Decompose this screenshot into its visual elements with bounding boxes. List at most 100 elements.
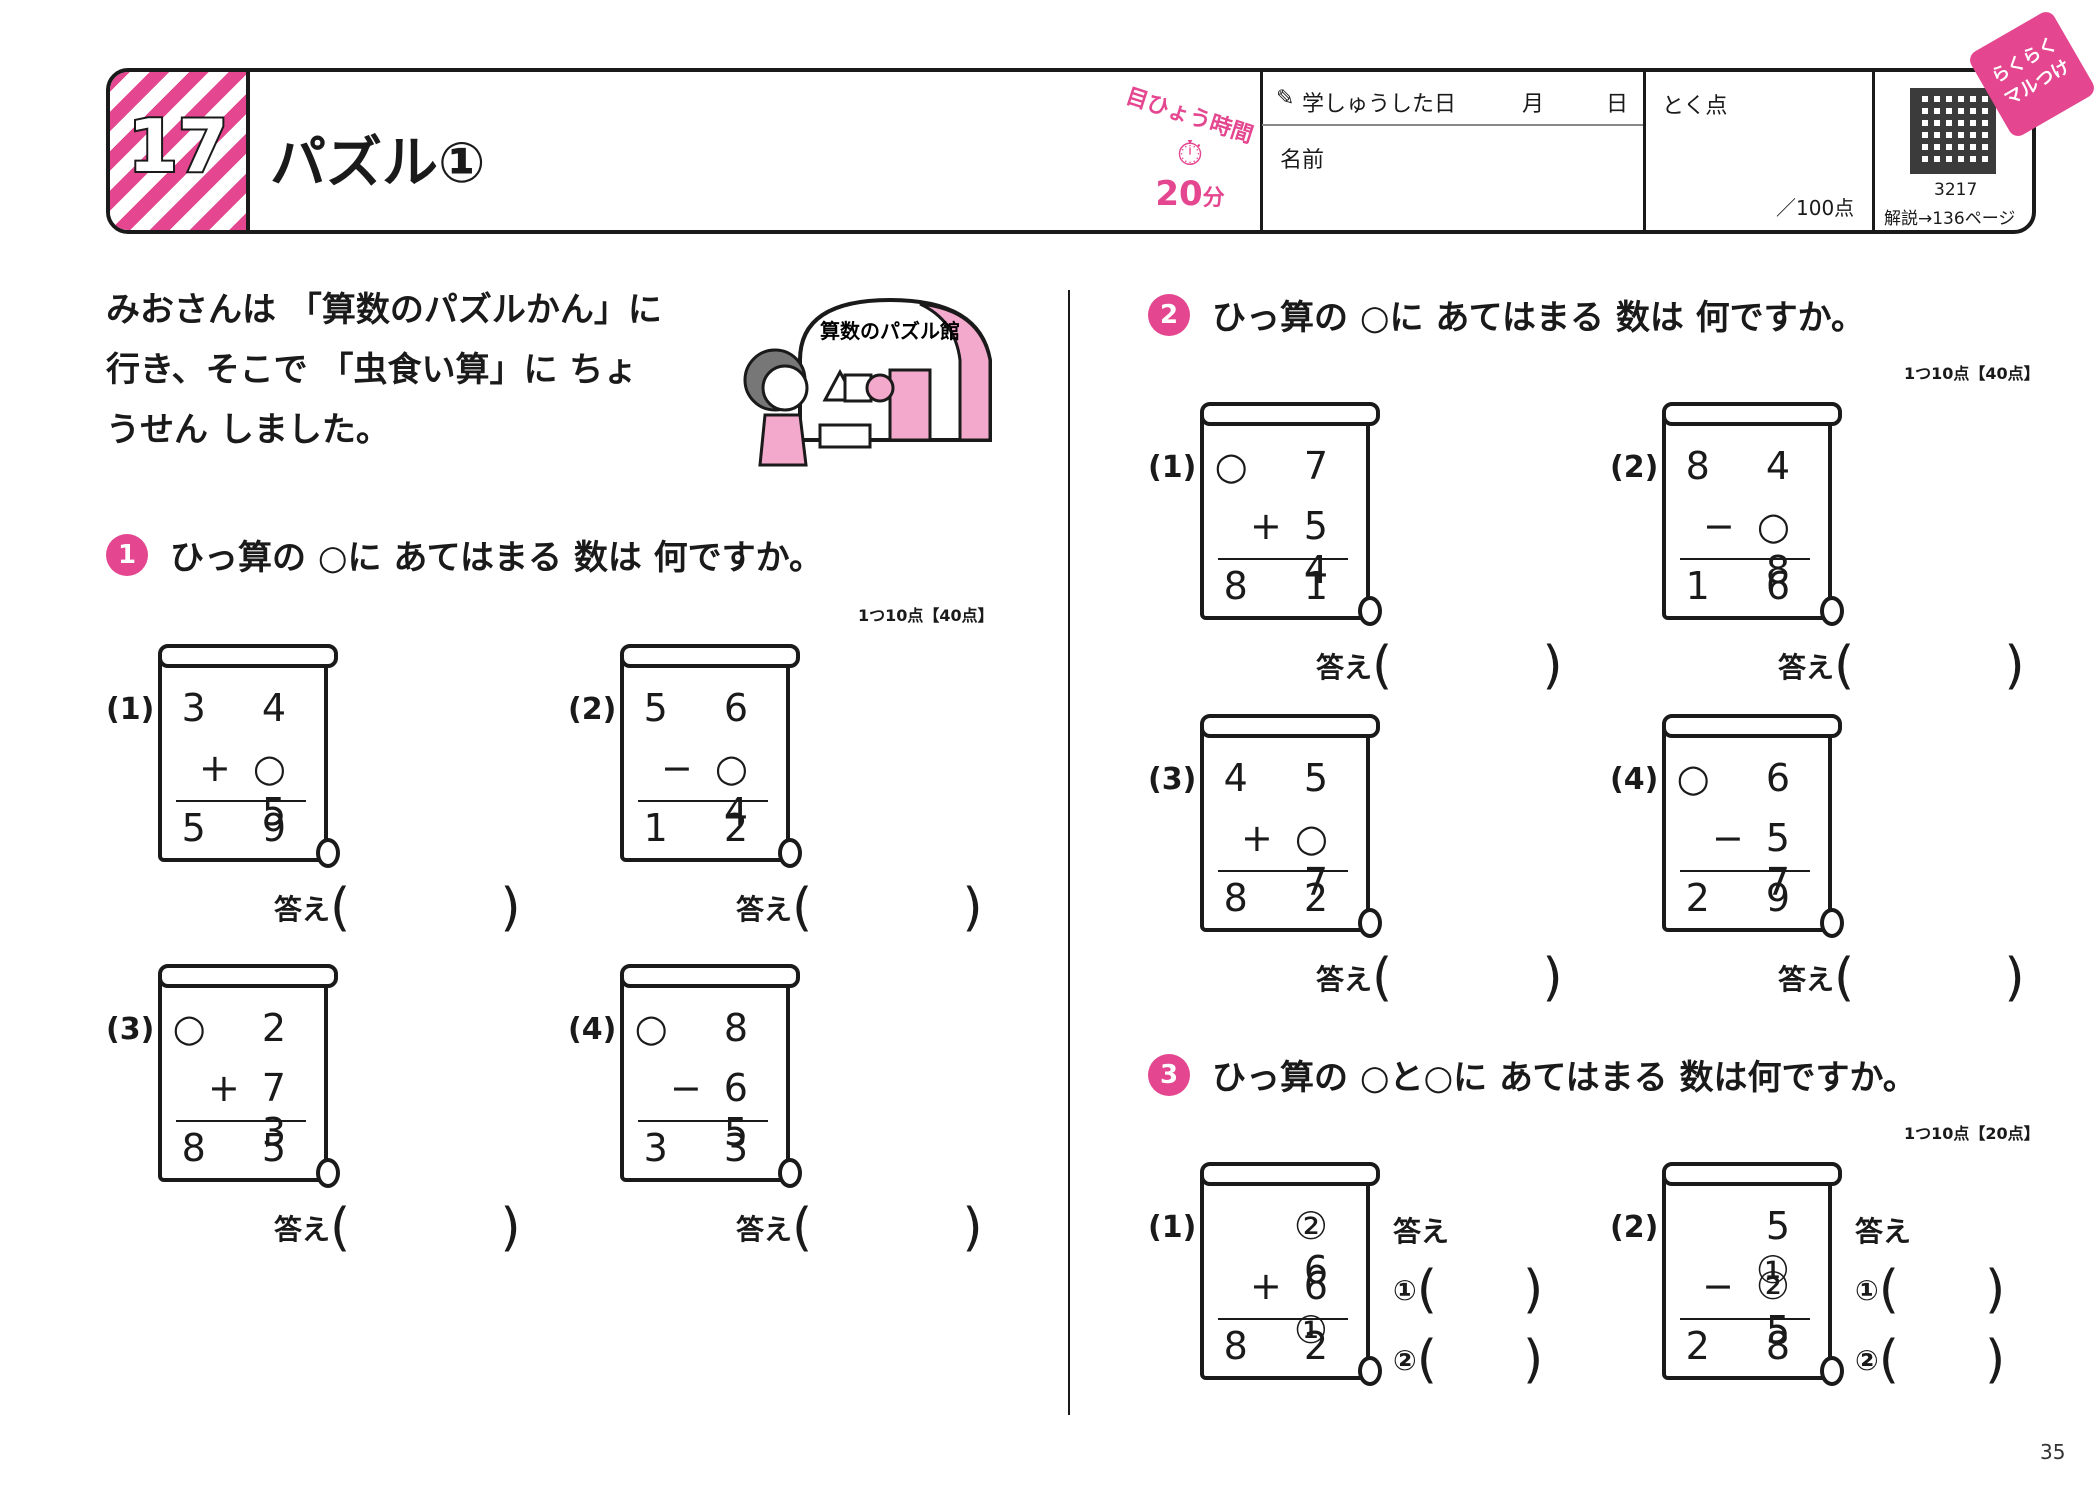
top-number: 8 4 bbox=[1685, 444, 1812, 488]
answer-label: 答え bbox=[1316, 651, 1373, 684]
goal-time: 目ひょう時間 ⏱ 20分 bbox=[1120, 84, 1260, 214]
answer-label: 答え bbox=[736, 1213, 793, 1246]
score-label: とく点 bbox=[1662, 94, 1728, 119]
open-paren: ( bbox=[792, 878, 813, 938]
close-paren: ) bbox=[1542, 948, 1563, 1008]
answer-label: 答え bbox=[274, 893, 331, 926]
answer-reference: 解説→136ページ bbox=[1884, 209, 2016, 229]
page-number: 35 bbox=[2040, 1440, 2066, 1464]
points-note: 1つ10点【20点】 bbox=[1904, 1124, 2040, 1143]
close-paren: ) bbox=[962, 878, 983, 938]
problem-3-1: (1) ② 6 +6 ① 8 2 答え ①() ②() bbox=[1148, 1162, 1568, 1400]
answer-blank[interactable]: 答え () bbox=[1778, 636, 2025, 696]
mark-2: ② bbox=[1393, 1343, 1417, 1377]
problem-label: (3) bbox=[106, 1012, 155, 1047]
result-number: 5 9 bbox=[181, 806, 308, 850]
qr-code-icon[interactable] bbox=[1910, 88, 1996, 174]
scroll-card: ○ 6 −5 7 2 9 bbox=[1662, 714, 1844, 938]
answer-label: 答え bbox=[1778, 651, 1835, 684]
answer-blank[interactable]: 答え () bbox=[1316, 636, 1563, 696]
header-rule bbox=[1262, 124, 1643, 126]
scroll-card: 3 4 +○ 5 5 9 bbox=[158, 644, 340, 868]
open-paren: ( bbox=[330, 878, 351, 938]
question-3-heading: 3 ひっ算の ○と○に あてはまる 数は何ですか。 bbox=[1148, 1050, 1917, 1099]
problem-3-2: (2) 5 ① −② 5 2 8 答え ①() ②() bbox=[1610, 1162, 2030, 1400]
open-paren: ( bbox=[1416, 1330, 1438, 1390]
problem-label: (1) bbox=[106, 692, 155, 727]
answer-blank-1[interactable]: ①() bbox=[1393, 1260, 1543, 1320]
scroll-card: 5 6 −○ 4 1 2 bbox=[620, 644, 802, 868]
lesson-number-box: 17 bbox=[110, 72, 250, 230]
problem-label: (4) bbox=[1610, 762, 1659, 797]
answer-blank[interactable]: 答え () bbox=[736, 878, 983, 938]
problem-1-2: (2) 5 6 −○ 4 1 2 答え () bbox=[568, 644, 988, 938]
problem-label: (1) bbox=[1148, 450, 1197, 485]
points-note: 1つ10点【40点】 bbox=[1904, 364, 2040, 383]
answer-blank[interactable]: 答え () bbox=[1778, 948, 2025, 1008]
middle-number: +6 ① bbox=[1249, 1264, 1350, 1352]
top-number: 5 ① bbox=[1755, 1204, 1812, 1292]
problem-1-1: (1) 3 4 +○ 5 5 9 答え () bbox=[106, 644, 526, 938]
sum-line bbox=[176, 1120, 306, 1122]
close-paren: ) bbox=[1542, 636, 1563, 696]
pencil-icon: ✎ bbox=[1276, 86, 1295, 111]
problem-2-3: (3) 4 5 +○ 7 8 2 答え () bbox=[1148, 714, 1568, 1008]
sum-line bbox=[1680, 558, 1810, 560]
answer-label: 答え bbox=[274, 1213, 331, 1246]
middle-number: −② 5 bbox=[1702, 1264, 1812, 1352]
intro-text: みおさんは 「算数のパズルかん」に 行き、そこで 「虫食い算」に ちょ うせん … bbox=[106, 280, 662, 460]
open-paren: ( bbox=[792, 1198, 813, 1258]
sum-line bbox=[638, 800, 768, 802]
question-text: ひっ算の ○に あてはまる 数は 何ですか。 bbox=[170, 538, 823, 578]
page-title: パズル① bbox=[270, 131, 486, 196]
result-number: 8 1 bbox=[1223, 564, 1350, 608]
middle-number: +○ 5 bbox=[199, 746, 308, 834]
answer-blank[interactable]: 答え () bbox=[736, 1198, 983, 1258]
open-paren: ( bbox=[1372, 636, 1393, 696]
middle-number: −5 7 bbox=[1711, 816, 1812, 904]
question-text: ひっ算の ○と○に あてはまる 数は何ですか。 bbox=[1212, 1058, 1917, 1098]
answer-blank[interactable]: 答え () bbox=[274, 878, 521, 938]
points-note: 1つ10点【40点】 bbox=[858, 606, 994, 625]
answer-block: 答え ①() ②() bbox=[1855, 1210, 2005, 1390]
score-total: ／100点 bbox=[1776, 196, 1855, 220]
top-number: 4 5 bbox=[1223, 756, 1350, 800]
open-paren: ( bbox=[1878, 1260, 1900, 1320]
result-number: 8 2 bbox=[1223, 1324, 1350, 1368]
top-number: ○ 6 bbox=[1676, 756, 1812, 800]
problem-2-2: (2) 8 4 −○ 8 1 6 答え () bbox=[1610, 402, 2030, 696]
sum-line bbox=[1680, 870, 1810, 872]
result-number: 1 2 bbox=[643, 806, 770, 850]
answer-blank-2[interactable]: ②() bbox=[1855, 1330, 2005, 1390]
result-number: 2 8 bbox=[1685, 1324, 1812, 1368]
result-number: 2 9 bbox=[1685, 876, 1812, 920]
middle-number: −○ 8 bbox=[1703, 504, 1812, 592]
close-paren: ) bbox=[1985, 1330, 2006, 1390]
scroll-card: ② 6 +6 ① 8 2 bbox=[1200, 1162, 1382, 1386]
answer-blank-2[interactable]: ②() bbox=[1393, 1330, 1543, 1390]
result-number: 8 5 bbox=[181, 1126, 308, 1170]
sum-line bbox=[638, 1120, 768, 1122]
answer-blank[interactable]: 答え () bbox=[1316, 948, 1563, 1008]
close-paren: ) bbox=[1523, 1260, 1544, 1320]
top-number: 3 4 bbox=[181, 686, 308, 730]
mark-2: ② bbox=[1855, 1343, 1879, 1377]
close-paren: ) bbox=[962, 1198, 983, 1258]
question-1-heading: 1 ひっ算の ○に あてはまる 数は 何ですか。 bbox=[106, 530, 823, 579]
answer-blank-1[interactable]: ①() bbox=[1855, 1260, 2005, 1320]
open-paren: ( bbox=[1416, 1260, 1438, 1320]
month-label: 月 bbox=[1522, 92, 1545, 117]
middle-number: −6 5 bbox=[669, 1066, 770, 1154]
goal-value: 20分 bbox=[1155, 174, 1225, 214]
answer-label: 答え bbox=[1778, 963, 1835, 996]
question-number: 3 bbox=[1148, 1053, 1190, 1096]
mark-1: ① bbox=[1855, 1273, 1879, 1307]
result-number: 1 6 bbox=[1685, 564, 1812, 608]
question-number: 2 bbox=[1148, 293, 1190, 336]
answer-label: 答え bbox=[1316, 963, 1373, 996]
illustration-sign: 算数のパズル館 bbox=[820, 319, 960, 343]
answer-blank[interactable]: 答え () bbox=[274, 1198, 521, 1258]
close-paren: ) bbox=[2004, 948, 2025, 1008]
header-divider bbox=[1872, 70, 1875, 232]
top-number: 5 6 bbox=[643, 686, 770, 730]
